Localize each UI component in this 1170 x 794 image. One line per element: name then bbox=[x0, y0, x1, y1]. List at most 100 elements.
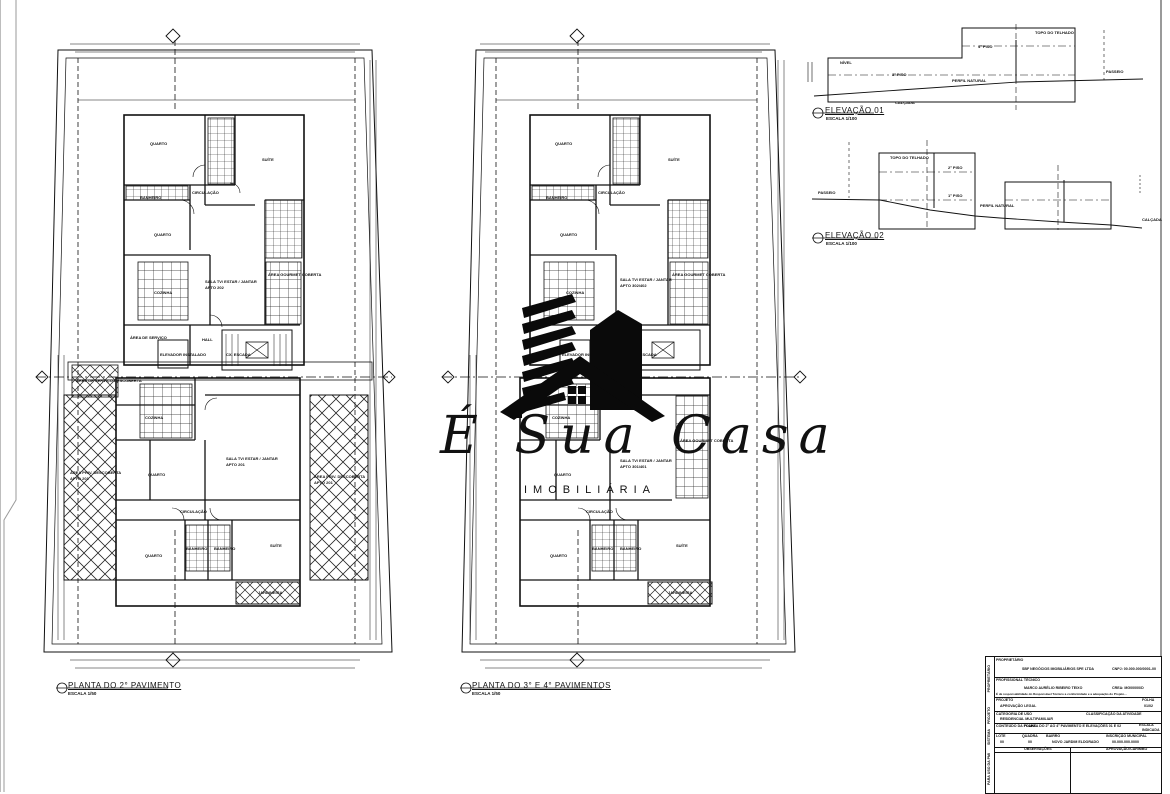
tb-label: PROJETO bbox=[996, 698, 1014, 702]
tb-label: ESCALA bbox=[1139, 723, 1154, 727]
tb-row-owner: PROPRIETÁRIO SBF NEGÓCIOS IMOBILIÁRIOS S… bbox=[994, 657, 1161, 678]
room-label: JARDINEIRA bbox=[258, 590, 283, 595]
tb-value: 00 bbox=[1028, 740, 1032, 744]
room-label: BANHEIRO bbox=[186, 546, 208, 551]
tb-row-project: PROJETO APROVAÇÃO LEGAL FOLHA 01/02 bbox=[994, 697, 1161, 712]
room-label: ÁREA PRIV. DESCOBERTA bbox=[314, 474, 366, 479]
elevation-label: 2° PISO bbox=[948, 165, 963, 170]
tb-label: CATEGORIA DE USO bbox=[996, 712, 1032, 716]
room-label: SUÍTE bbox=[676, 543, 688, 548]
room-label: SALA TV/ ESTAR / JANTAR bbox=[620, 277, 672, 282]
room-label: SALA TV/ ESTAR / JANTAR bbox=[620, 458, 672, 463]
room-label: ÁREA DE SERVIÇO bbox=[130, 335, 167, 340]
elevation-label: 1° PISO bbox=[948, 193, 963, 198]
sheet-left-edge bbox=[0, 0, 1, 792]
tb-value: RESIDENCIAL MULTIFAMILIAR bbox=[1000, 717, 1053, 721]
tb-value: CREA: MG00000/D bbox=[1112, 686, 1144, 690]
tb-row-notes-header: OBSERVAÇÕES APROVAÇÃO/CARIMBO bbox=[994, 747, 1161, 753]
elevation-label: CALÇADA bbox=[1142, 217, 1162, 222]
room-label: ÁREA PRIV. DESCOBERTA bbox=[70, 470, 122, 475]
tb-label: INSCRIÇÃO MUNICIPAL bbox=[1106, 734, 1147, 738]
room-label: CIRCULAÇÃO bbox=[180, 509, 207, 514]
room-label: BANHEIRO bbox=[214, 546, 236, 551]
room-label: CIRCULAÇÃO bbox=[598, 190, 625, 195]
elevation-label: CALÇADA bbox=[895, 100, 915, 105]
room-label: COZINHA bbox=[145, 415, 164, 420]
room-label: APTO 202 bbox=[205, 285, 224, 290]
plan-2-title: PLANTA DO 2° PAVIMENTO bbox=[68, 681, 182, 690]
elevation-02-linework bbox=[811, 140, 1143, 230]
elevation-label: PERFIL NATURAL bbox=[980, 203, 1015, 208]
room-label: SALA TV/ ESTAR / JANTAR bbox=[226, 456, 278, 461]
tb-value: PLANTA DO 2° AO 4° PAVIMENTO E ELEVAÇÕES… bbox=[1024, 724, 1122, 728]
tb-label: FOLHA bbox=[1142, 698, 1155, 702]
room-label: COZINHA bbox=[566, 290, 585, 295]
tb-side-label: SISTEMA bbox=[987, 729, 991, 745]
tb-label: QUADRA bbox=[1022, 734, 1038, 738]
room-label: BANHEIRO bbox=[140, 195, 162, 200]
tb-side-label: PROPRIETÁRIO bbox=[987, 665, 991, 693]
room-label: APTO 201 bbox=[70, 476, 89, 481]
elevation-02-title: ELEVAÇÃO 02 bbox=[825, 231, 885, 240]
tb-label: CLASSIFICAÇÃO DA ATIVIDADE bbox=[1086, 712, 1142, 716]
plan-2-scale: ESCALA 1/50 bbox=[68, 691, 97, 696]
tb-side-label: PARA USO DA PMI bbox=[987, 753, 991, 786]
title-block: PROPRIETÁRIO PROJETO SISTEMA PARA USO DA… bbox=[985, 656, 1162, 794]
room-label: ELEVADOR INSTALADO bbox=[160, 352, 207, 357]
room-label: QUARTO bbox=[148, 472, 166, 477]
tb-row-content: CONTEÚDO DA FOLHA PLANTA DO 2° AO 4° PAV… bbox=[994, 723, 1161, 734]
tb-label: BAIRRO bbox=[1046, 734, 1061, 738]
logo-wordmark: É Sua Casa bbox=[440, 406, 840, 466]
room-label: BANHEIRO bbox=[620, 546, 642, 551]
tb-value: APROVAÇÃO LEGAL bbox=[1000, 704, 1037, 708]
room-label: QUARTO bbox=[150, 141, 168, 146]
elevation-label: PASSEIO bbox=[818, 190, 836, 195]
room-label: BANHEIRO bbox=[546, 195, 568, 200]
elevation-01-linework bbox=[807, 24, 1144, 110]
room-label: APTO 302/402 bbox=[620, 283, 647, 288]
plan-3-4-title: PLANTA DO 3° E 4° PAVIMENTOS bbox=[472, 681, 611, 690]
room-label: SUÍTE bbox=[270, 543, 282, 548]
room-label: QUARTO bbox=[555, 141, 573, 146]
room-label: ÁREA GOURMET COBERTA bbox=[680, 438, 734, 443]
room-label: CX. ESCADA bbox=[226, 352, 251, 357]
tb-label: PROFISSIONAL TÉCNICO bbox=[996, 678, 1041, 682]
tb-row-lot: LOTE 00 QUADRA 00 BAIRRO NOVO JARDIM ELD… bbox=[994, 733, 1161, 748]
elevation-label: PASSEIO bbox=[1106, 69, 1124, 74]
elevation-label: TOPO DO TELHADO bbox=[890, 155, 929, 160]
room-label: CX. ESCADA bbox=[632, 352, 657, 357]
tb-divider bbox=[1070, 747, 1071, 793]
tb-row-technician: PROFISSIONAL TÉCNICO MARCO AURÉLIO RIBEI… bbox=[994, 677, 1161, 698]
room-label: ELEVADOR INSTALADO bbox=[562, 352, 609, 357]
tb-row-category: CATEGORIA DE USO RESIDENCIAL MULTIFAMILI… bbox=[994, 711, 1161, 724]
tb-label: PROPRIETÁRIO bbox=[996, 658, 1024, 662]
plan-3-4-linework bbox=[441, 28, 807, 669]
room-label: COZINHA bbox=[154, 290, 173, 295]
tb-side-label: PROJETO bbox=[987, 707, 991, 725]
tb-label: CONTEÚDO DA FOLHA bbox=[996, 724, 1036, 728]
room-label: ÁREA GOURMET COBERTA bbox=[672, 272, 726, 277]
tb-value: MARCO AURÉLIO RIBEIRO TEIXO bbox=[1024, 686, 1083, 690]
room-label: CIRCULAÇÃO bbox=[586, 509, 613, 514]
logo-subtitle: IMOBILIÁRIA bbox=[524, 484, 657, 496]
room-label: JARDINEIRA bbox=[668, 590, 693, 595]
room-label: QUARTO bbox=[154, 232, 172, 237]
tb-value: NOVO JARDIM ELDORADO bbox=[1052, 740, 1099, 744]
elevation-02-scale: ESCALA 1/100 bbox=[826, 241, 857, 246]
title-block-side bbox=[986, 657, 995, 793]
room-label: ÁREA GOURMET COBERTA bbox=[268, 272, 322, 277]
tb-value: 00.000.000.0000 bbox=[1112, 740, 1139, 744]
elevation-label: 3° PISO bbox=[892, 72, 907, 77]
tb-label: LOTE bbox=[996, 734, 1006, 738]
elevation-label: PERFIL NATURAL bbox=[952, 78, 987, 83]
plan-3-4-scale: ESCALA 1/50 bbox=[472, 691, 501, 696]
tb-value: 01/02 bbox=[1144, 704, 1153, 708]
room-label: SUÍTE bbox=[668, 157, 680, 162]
tb-declaration: É de responsabilidade do Responsável Téc… bbox=[996, 692, 1127, 696]
room-label: APTO 201 bbox=[226, 462, 245, 467]
room-label: ÁREA DE SERVIÇO DESCOBERTA bbox=[76, 378, 142, 383]
tb-value: 00 bbox=[1000, 740, 1004, 744]
tb-label: APROVAÇÃO/CARIMBO bbox=[1106, 747, 1148, 751]
